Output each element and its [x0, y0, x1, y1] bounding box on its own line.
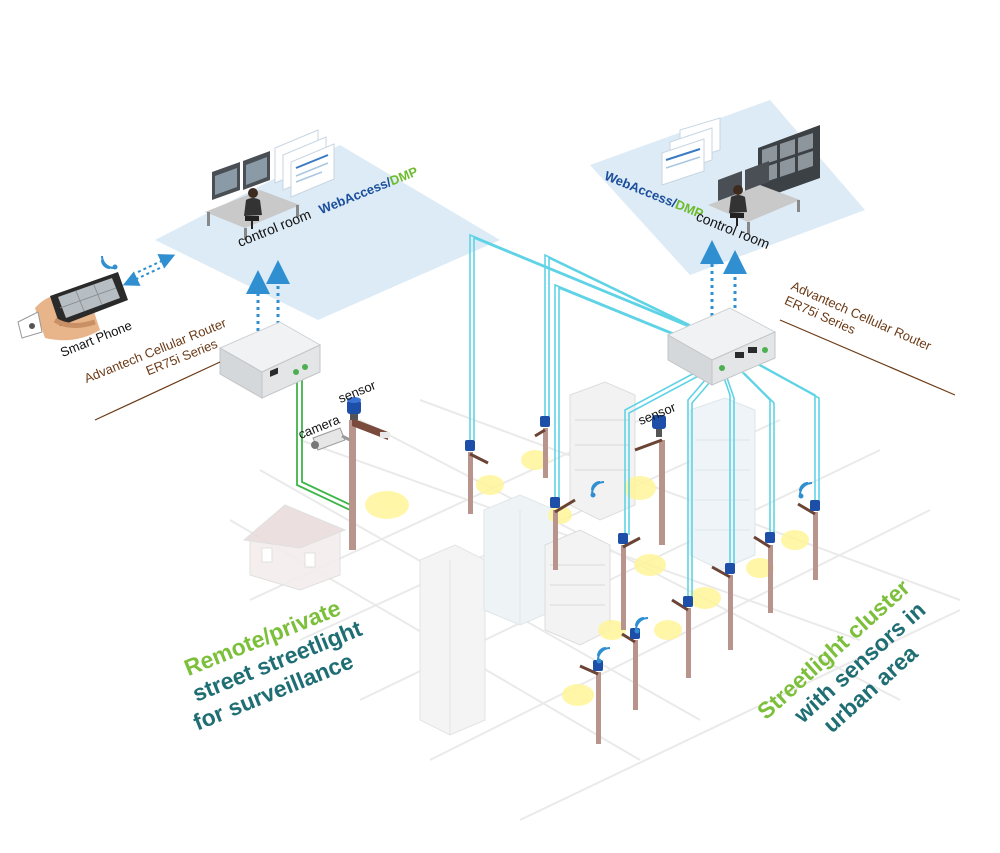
router-leader-lines	[94, 319, 956, 421]
router-icon	[666, 307, 777, 386]
smartphone-icon	[17, 272, 128, 341]
sensor-icon	[347, 397, 361, 420]
operator-icon	[244, 188, 262, 229]
wifi-icon	[634, 617, 649, 634]
operator-icon	[729, 185, 747, 226]
left-control-room-panel	[155, 129, 500, 320]
building-back	[569, 381, 636, 521]
building-tall-left	[419, 544, 486, 736]
cluster-pole	[671, 596, 693, 678]
building-right-low	[544, 529, 611, 646]
wifi-icon	[798, 482, 813, 499]
wifi-icon	[596, 647, 611, 664]
left-streetlight-pole	[349, 418, 390, 550]
wifi-icons	[101, 255, 813, 664]
right-control-room-panel	[590, 100, 865, 275]
cluster-poles	[465, 415, 820, 744]
cluster-pole	[753, 532, 775, 613]
cluster-pole	[465, 440, 489, 514]
cluster-pole	[634, 415, 666, 545]
building-center	[483, 494, 556, 626]
wifi-icon	[101, 255, 118, 270]
left-webaccess-screens	[274, 129, 335, 198]
cluster-pole	[618, 533, 641, 630]
right-video-wall	[758, 125, 820, 200]
cyan-cables	[469, 233, 820, 600]
phone-link-arrows	[122, 254, 176, 286]
cluster-pole	[797, 500, 820, 580]
cluster-pole	[711, 563, 735, 650]
cluster-pole	[621, 628, 640, 710]
wifi-icon	[590, 481, 605, 498]
right-webaccess-screens	[661, 117, 721, 186]
cluster-pole	[534, 416, 550, 478]
cluster-pole	[550, 497, 576, 570]
house	[242, 504, 347, 591]
cctv-camera-icon	[311, 427, 351, 451]
building-glass	[689, 397, 756, 571]
router-icon	[218, 321, 322, 399]
buildings	[419, 381, 756, 736]
